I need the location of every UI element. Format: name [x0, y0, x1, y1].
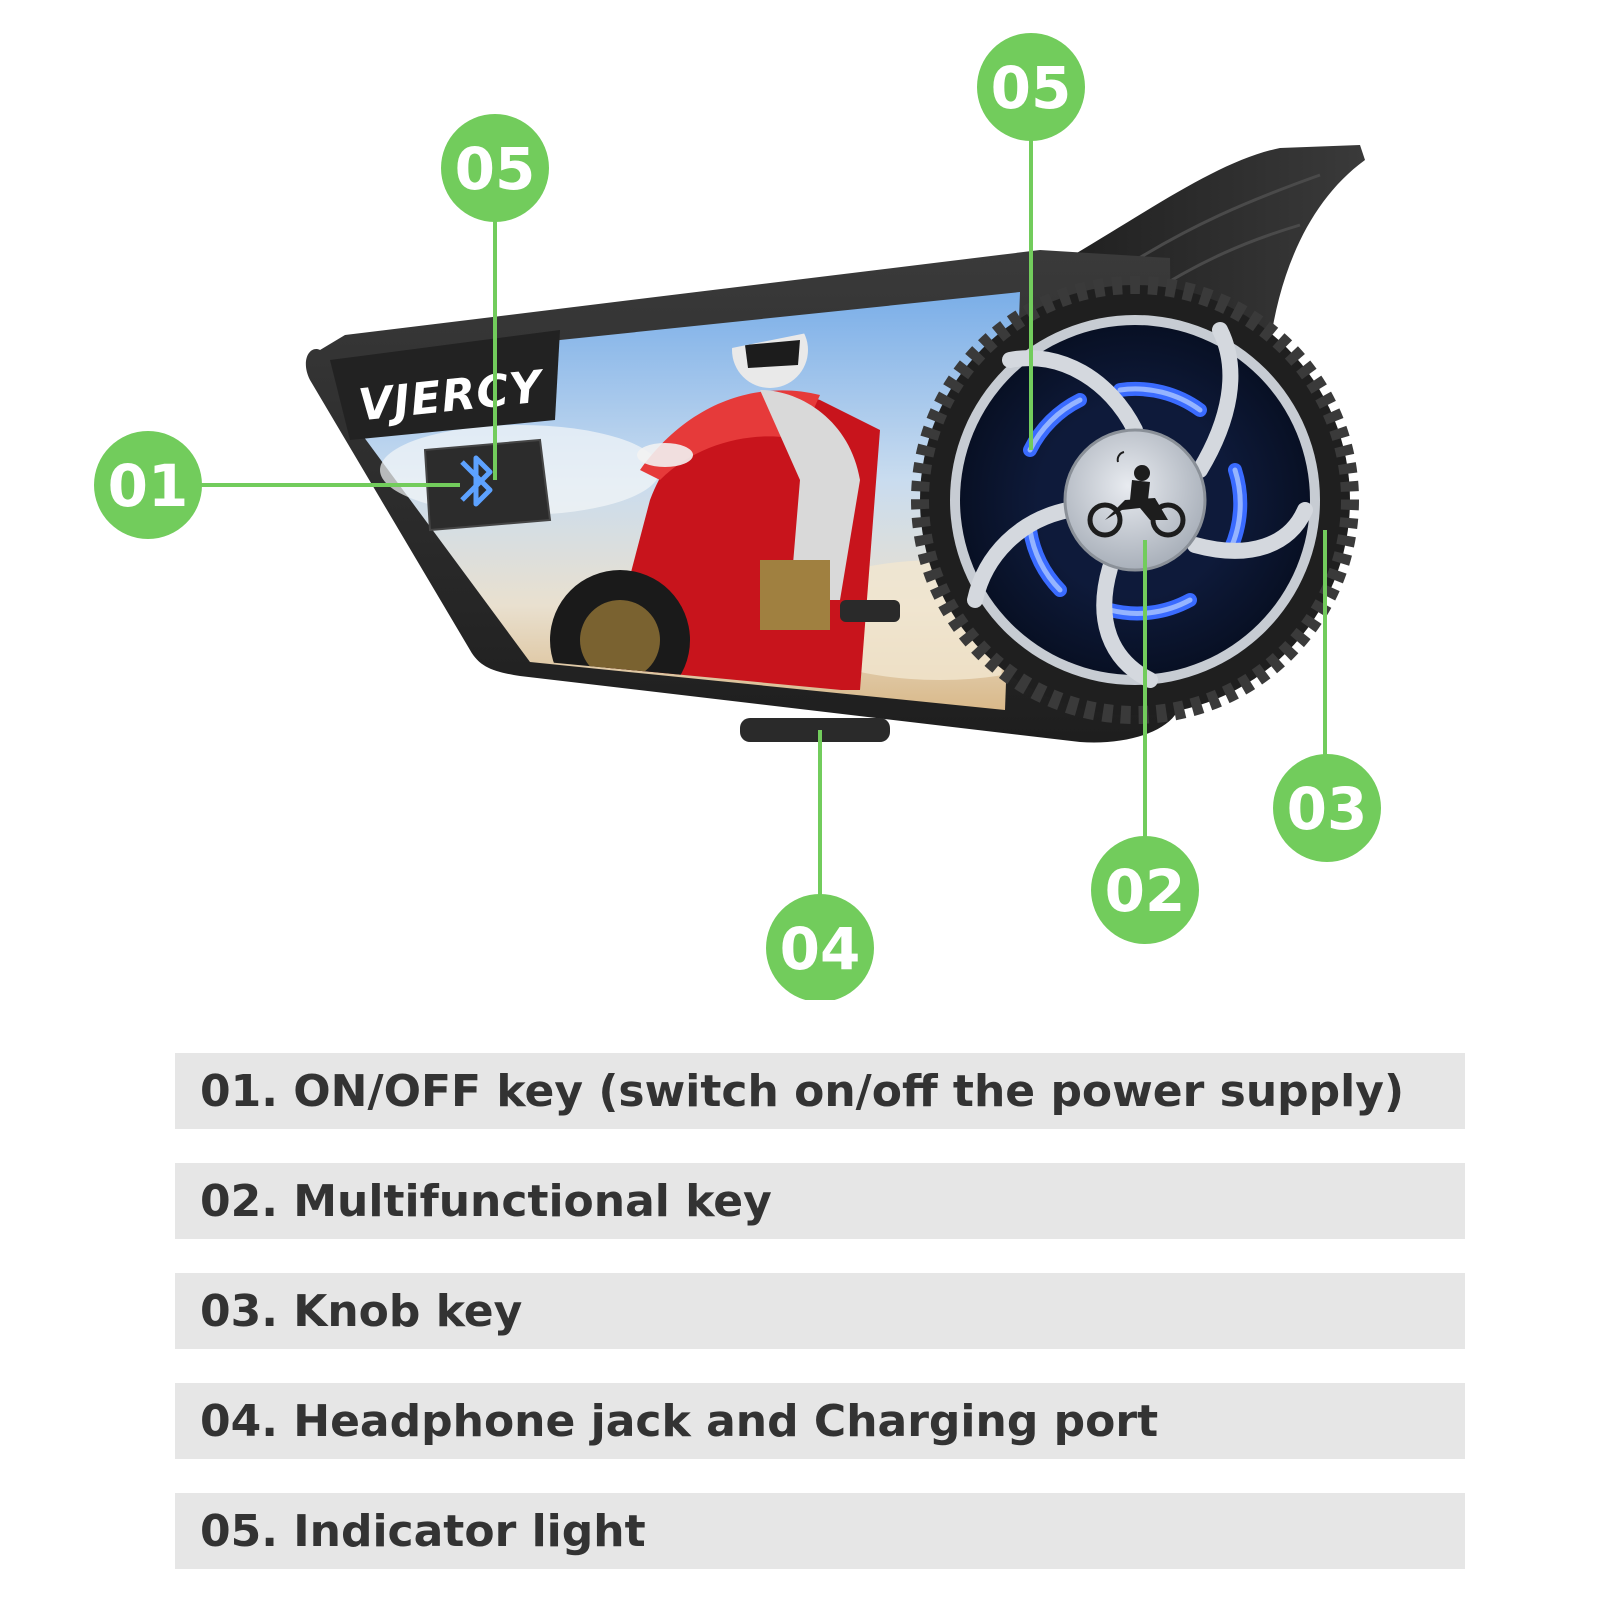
- knob-key[interactable]: [911, 276, 1359, 724]
- legend-text: 05. Indicator light: [200, 1505, 646, 1557]
- callout-01: 01: [94, 431, 202, 539]
- legend-item-03: 03. Knob key: [175, 1273, 1465, 1349]
- svg-text:01: 01: [108, 452, 189, 520]
- product-diagram: VJERCY: [94, 33, 1381, 1000]
- legend-item-04: 04. Headphone jack and Charging port: [175, 1383, 1465, 1459]
- brand-plate: [330, 330, 560, 440]
- bluetooth-icon: [460, 455, 493, 507]
- legend-item-02: 02. Multifunctional key: [175, 1163, 1465, 1239]
- legend: 01. ON/OFF key (switch on/off the power …: [175, 1053, 1465, 1603]
- callout-02: 02: [1091, 836, 1199, 944]
- svg-text:04: 04: [780, 915, 861, 983]
- legend-text: 02. Multifunctional key: [200, 1175, 772, 1227]
- leader-lines: [200, 135, 1327, 895]
- multifunctional-key[interactable]: [1063, 428, 1207, 572]
- callout-05-knob: 05: [977, 33, 1085, 141]
- callout-05-bluetooth: 05: [441, 114, 549, 222]
- callout-04: 04: [766, 894, 874, 1000]
- callout-03: 03: [1273, 754, 1381, 862]
- svg-text:03: 03: [1287, 775, 1368, 843]
- svg-text:02: 02: [1105, 857, 1186, 925]
- headphone-charging-port[interactable]: [740, 718, 890, 742]
- svg-text:05: 05: [455, 135, 536, 203]
- legend-text: 03. Knob key: [200, 1285, 523, 1337]
- legend-text: 04. Headphone jack and Charging port: [200, 1395, 1159, 1447]
- legend-text: 01. ON/OFF key (switch on/off the power …: [200, 1065, 1405, 1117]
- motorcycle-rider-icon: [1087, 451, 1186, 538]
- bluetooth-button[interactable]: [423, 438, 552, 532]
- knob-spokes: [967, 322, 1313, 688]
- svg-text:05: 05: [991, 54, 1072, 122]
- legend-item-01: 01. ON/OFF key (switch on/off the power …: [175, 1053, 1465, 1129]
- legend-item-05: 05. Indicator light: [175, 1493, 1465, 1569]
